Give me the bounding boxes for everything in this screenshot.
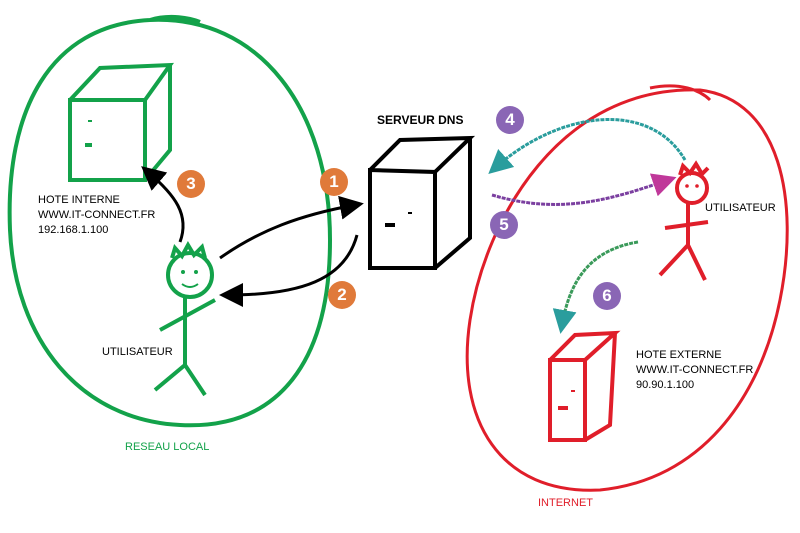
step-badge-5: 5 [490, 211, 518, 239]
step-badge-6: 6 [593, 282, 621, 310]
local-network-zone [7, 14, 333, 428]
step-badge-3: 3 [177, 170, 205, 198]
internal-host-label: HOTE INTERNE WWW.IT-CONNECT.FR 192.168.1… [38, 193, 155, 238]
external-host-ip: 90.90.1.100 [636, 379, 695, 391]
internet-zone-label: INTERNET [538, 497, 593, 509]
arrow-step-2 [219, 234, 359, 307]
arrow-step-4 [488, 118, 687, 174]
arrow-step-5 [491, 173, 677, 206]
arrow-step-6 [552, 240, 639, 334]
local-zone-label: RESEAU LOCAL [125, 441, 210, 453]
internal-host-domain: WWW.IT-CONNECT.FR [38, 209, 156, 221]
internet-zone [465, 84, 789, 492]
local-user-label: UTILISATEUR [102, 346, 173, 358]
local-user-icon [153, 240, 216, 397]
internet-user-icon [658, 160, 710, 281]
internet-user-label: UTILISATEUR [705, 202, 776, 214]
dns-server-icon [368, 135, 476, 270]
arrow-step-1 [219, 195, 364, 260]
step-badge-2: 2 [328, 281, 356, 309]
arrow-step-3 [141, 166, 185, 243]
external-host-icon [548, 330, 621, 442]
internal-host-icon [68, 62, 175, 182]
internal-host-name: HOTE INTERNE [38, 194, 120, 206]
step-badge-1: 1 [320, 168, 348, 196]
external-host-name: HOTE EXTERNE [636, 349, 722, 361]
dns-server-title: SERVEUR DNS [377, 113, 464, 127]
external-host-label: HOTE EXTERNE WWW.IT-CONNECT.FR 90.90.1.1… [636, 348, 753, 393]
step-badge-4: 4 [496, 106, 524, 134]
external-host-domain: WWW.IT-CONNECT.FR [636, 364, 754, 376]
internal-host-ip: 192.168.1.100 [38, 224, 109, 236]
